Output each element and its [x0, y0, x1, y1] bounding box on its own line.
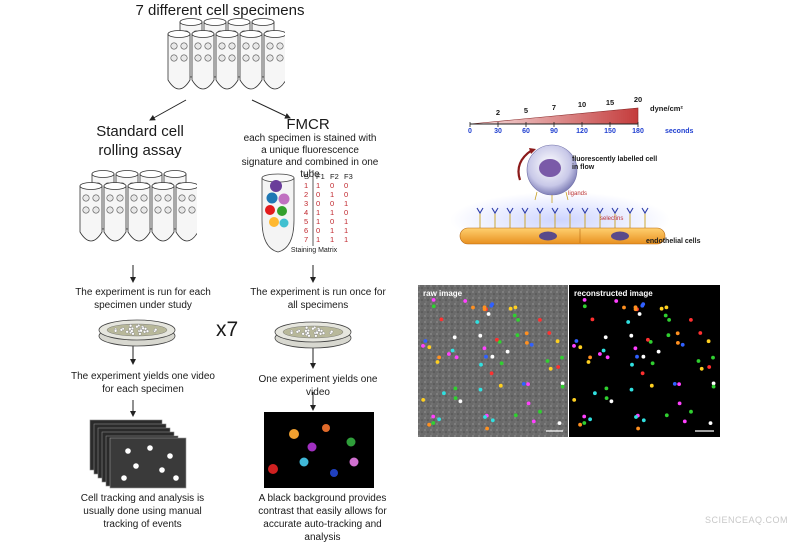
dyne-tick-label: 10 — [574, 100, 590, 109]
petri-dish-right — [272, 318, 354, 350]
cell-in-flow-label: fluorescently labelled cell in flow — [572, 156, 662, 172]
dyne-tick-label: 20 — [630, 95, 646, 104]
matrix-cell: 0 — [316, 226, 330, 235]
matrix-cell: 6 — [304, 226, 316, 235]
dyne-unit-label: dyne/cm² — [650, 104, 683, 113]
matrix-cell: 0 — [330, 181, 344, 190]
right-caption-run-once: The experiment is run once for all speci… — [248, 286, 388, 312]
seconds-tick-label: 60 — [518, 128, 534, 135]
stained-cell-green — [277, 206, 287, 216]
front-video-frame — [110, 438, 186, 488]
matrix-cell: 1 — [330, 235, 344, 244]
matrix-cell: 7 — [304, 235, 316, 244]
matrix-cell: 0 — [316, 190, 330, 199]
matrix-cell: 1 — [316, 181, 330, 190]
matrix-cell: 2 — [304, 190, 316, 199]
watermark: SCIENCEAQ.COM — [705, 515, 788, 525]
matrix-cell: 0 — [344, 181, 358, 190]
endothelial-nucleus-1 — [539, 232, 557, 241]
dyne-tick-label: 5 — [518, 106, 534, 115]
stained-cell-cyan — [280, 219, 289, 228]
stained-cell-purple — [270, 180, 282, 192]
endothelial-nucleus-2 — [611, 232, 629, 241]
seconds-tick-label: 120 — [574, 128, 590, 135]
matrix-cell: 1 — [316, 235, 330, 244]
fluorescent-video-frame — [264, 412, 374, 488]
seconds-tick-label: 150 — [602, 128, 618, 135]
fmcr-heading: FMCR — [278, 116, 338, 133]
matrix-cell: 4 — [304, 208, 316, 217]
matrix-cell: 1 — [344, 199, 358, 208]
stained-cell-blue — [267, 193, 278, 204]
dyne-tick-label: 7 — [546, 103, 562, 112]
matrix-cell: 1 — [316, 208, 330, 217]
repeat-multiplier: x7 — [216, 318, 238, 342]
left-caption-one-video-each: The experiment yields one video for each… — [68, 370, 218, 396]
right-caption-one-video: One experiment yields one video — [248, 373, 388, 399]
matrix-cell: 1 — [344, 217, 358, 226]
standard-assay-heading: Standard cell rolling assay — [80, 122, 200, 160]
matrix-cell: 0 — [316, 199, 330, 208]
matrix-cell: 1 — [330, 208, 344, 217]
arrow-to-standard — [150, 100, 186, 120]
seconds-unit-label: seconds — [665, 128, 693, 135]
video-frame-stack — [88, 418, 188, 490]
matrix-header-f3: F3 — [344, 172, 358, 181]
matrix-cell: 1 — [316, 217, 330, 226]
matrix-cell: 0 — [330, 217, 344, 226]
stained-cell-pink — [279, 194, 290, 205]
petri-dish-left — [96, 316, 178, 348]
seconds-tick-label: 0 — [462, 128, 478, 135]
dyne-tick-label: 15 — [602, 98, 618, 107]
seconds-tick-label: 30 — [490, 128, 506, 135]
specimen-tubes-left — [72, 168, 197, 263]
micrograph-panels — [418, 285, 720, 437]
cell-nucleus — [539, 159, 561, 177]
left-caption-run-each: The experiment is run for each specimen … — [68, 286, 218, 312]
ligands-label: ligands — [568, 191, 587, 197]
matrix-cell: 0 — [344, 190, 358, 199]
endothelial-layer — [460, 228, 665, 244]
matrix-cell: 0 — [344, 208, 358, 217]
left-caption-manual-tracking: Cell tracking and analysis is usually do… — [70, 492, 215, 531]
dyne-tick-label: 2 — [490, 108, 506, 117]
seconds-tick-label: 180 — [630, 128, 646, 135]
right-caption-auto-tracking: A black background provides contrast tha… — [245, 492, 400, 544]
staining-matrix-label: Staining Matrix — [284, 247, 344, 254]
raw-image-label: raw image — [423, 289, 462, 298]
stained-cell-red — [265, 205, 275, 215]
matrix-cell: 1 — [344, 226, 358, 235]
matrix-divider — [312, 170, 314, 246]
combined-tube — [258, 170, 298, 255]
stained-cell-orange — [269, 217, 279, 227]
selectins-label: selectins — [600, 216, 623, 222]
seconds-tick-label: 90 — [546, 128, 562, 135]
matrix-cell: 1 — [330, 226, 344, 235]
matrix-cell: 1 — [330, 190, 344, 199]
matrix-cell: 5 — [304, 217, 316, 226]
matrix-header-s: S — [304, 172, 316, 181]
matrix-cell: 3 — [304, 199, 316, 208]
matrix-header-f2: F2 — [330, 172, 344, 181]
raw-image-panel — [418, 285, 568, 437]
reconstructed-image-label: reconstructed image — [574, 289, 653, 298]
matrix-cell: 1 — [344, 235, 358, 244]
endothelial-cells-label: endothelial cells — [646, 238, 700, 245]
matrix-header-f1: F1 — [316, 172, 330, 181]
matrix-cell: 1 — [304, 181, 316, 190]
matrix-cell: 0 — [330, 199, 344, 208]
